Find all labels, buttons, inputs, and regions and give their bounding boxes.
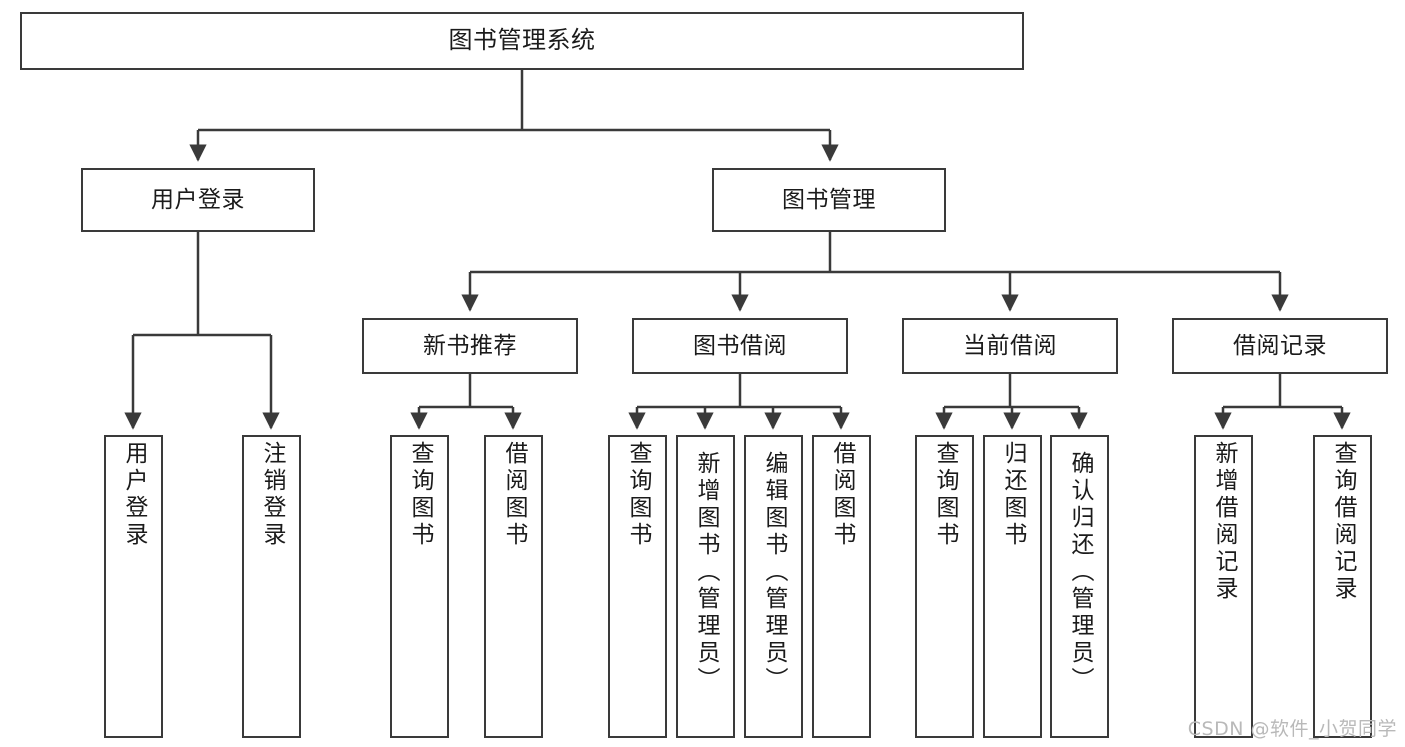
node-root-book-management-system[interactable]: 图书管理系统	[20, 12, 1024, 70]
node-label: 编辑图书（管理员）	[761, 451, 787, 694]
node-user-login[interactable]: 用户登录	[81, 168, 315, 232]
node-label: 当前借阅	[963, 332, 1057, 359]
leaf-borrow-record-add-record[interactable]: 新增借阅记录	[1194, 435, 1253, 738]
node-label: 图书借阅	[693, 332, 787, 359]
node-label: 新增图书（管理员）	[693, 451, 719, 694]
leaf-book-borrow-query-book[interactable]: 查询图书	[608, 435, 667, 738]
node-label: 借阅记录	[1233, 332, 1327, 359]
leaf-current-borrow-query-book[interactable]: 查询图书	[915, 435, 974, 738]
leaf-current-borrow-return-book[interactable]: 归还图书	[983, 435, 1042, 738]
leaf-new-book-query-book[interactable]: 查询图书	[390, 435, 449, 738]
node-label: 图书管理	[782, 186, 876, 213]
node-label: 确认归还（管理员）	[1067, 451, 1093, 694]
leaf-borrow-record-query-record[interactable]: 查询借阅记录	[1313, 435, 1372, 738]
node-current-borrow[interactable]: 当前借阅	[902, 318, 1118, 374]
leaf-book-borrow-borrow-book[interactable]: 借阅图书	[812, 435, 871, 738]
node-label: 查询图书	[407, 441, 433, 549]
node-label: 图书管理系统	[448, 26, 596, 55]
node-borrow-record[interactable]: 借阅记录	[1172, 318, 1388, 374]
node-book-management[interactable]: 图书管理	[712, 168, 946, 232]
node-label: 借阅图书	[501, 441, 527, 549]
csdn-watermark: CSDN @软件_小贺同学	[1187, 718, 1397, 740]
node-label: 借阅图书	[829, 441, 855, 549]
leaf-current-borrow-confirm-return-admin[interactable]: 确认归还（管理员）	[1050, 435, 1109, 738]
node-label: 用户登录	[121, 441, 147, 549]
node-new-book-recommend[interactable]: 新书推荐	[362, 318, 578, 374]
node-label: 注销登录	[259, 441, 285, 549]
leaf-book-borrow-add-book-admin[interactable]: 新增图书（管理员）	[676, 435, 735, 738]
node-book-borrow[interactable]: 图书借阅	[632, 318, 848, 374]
node-label: 查询图书	[932, 441, 958, 549]
leaf-book-borrow-edit-book-admin[interactable]: 编辑图书（管理员）	[744, 435, 803, 738]
leaf-user-login-login[interactable]: 用户登录	[104, 435, 163, 738]
leaf-user-login-logout[interactable]: 注销登录	[242, 435, 301, 738]
leaf-new-book-borrow-book[interactable]: 借阅图书	[484, 435, 543, 738]
node-label: 查询图书	[625, 441, 651, 549]
node-label: 归还图书	[1000, 441, 1026, 549]
node-label: 用户登录	[151, 186, 245, 213]
node-label: 查询借阅记录	[1330, 441, 1356, 603]
node-label: 新书推荐	[423, 332, 517, 359]
node-label: 新增借阅记录	[1211, 441, 1237, 603]
